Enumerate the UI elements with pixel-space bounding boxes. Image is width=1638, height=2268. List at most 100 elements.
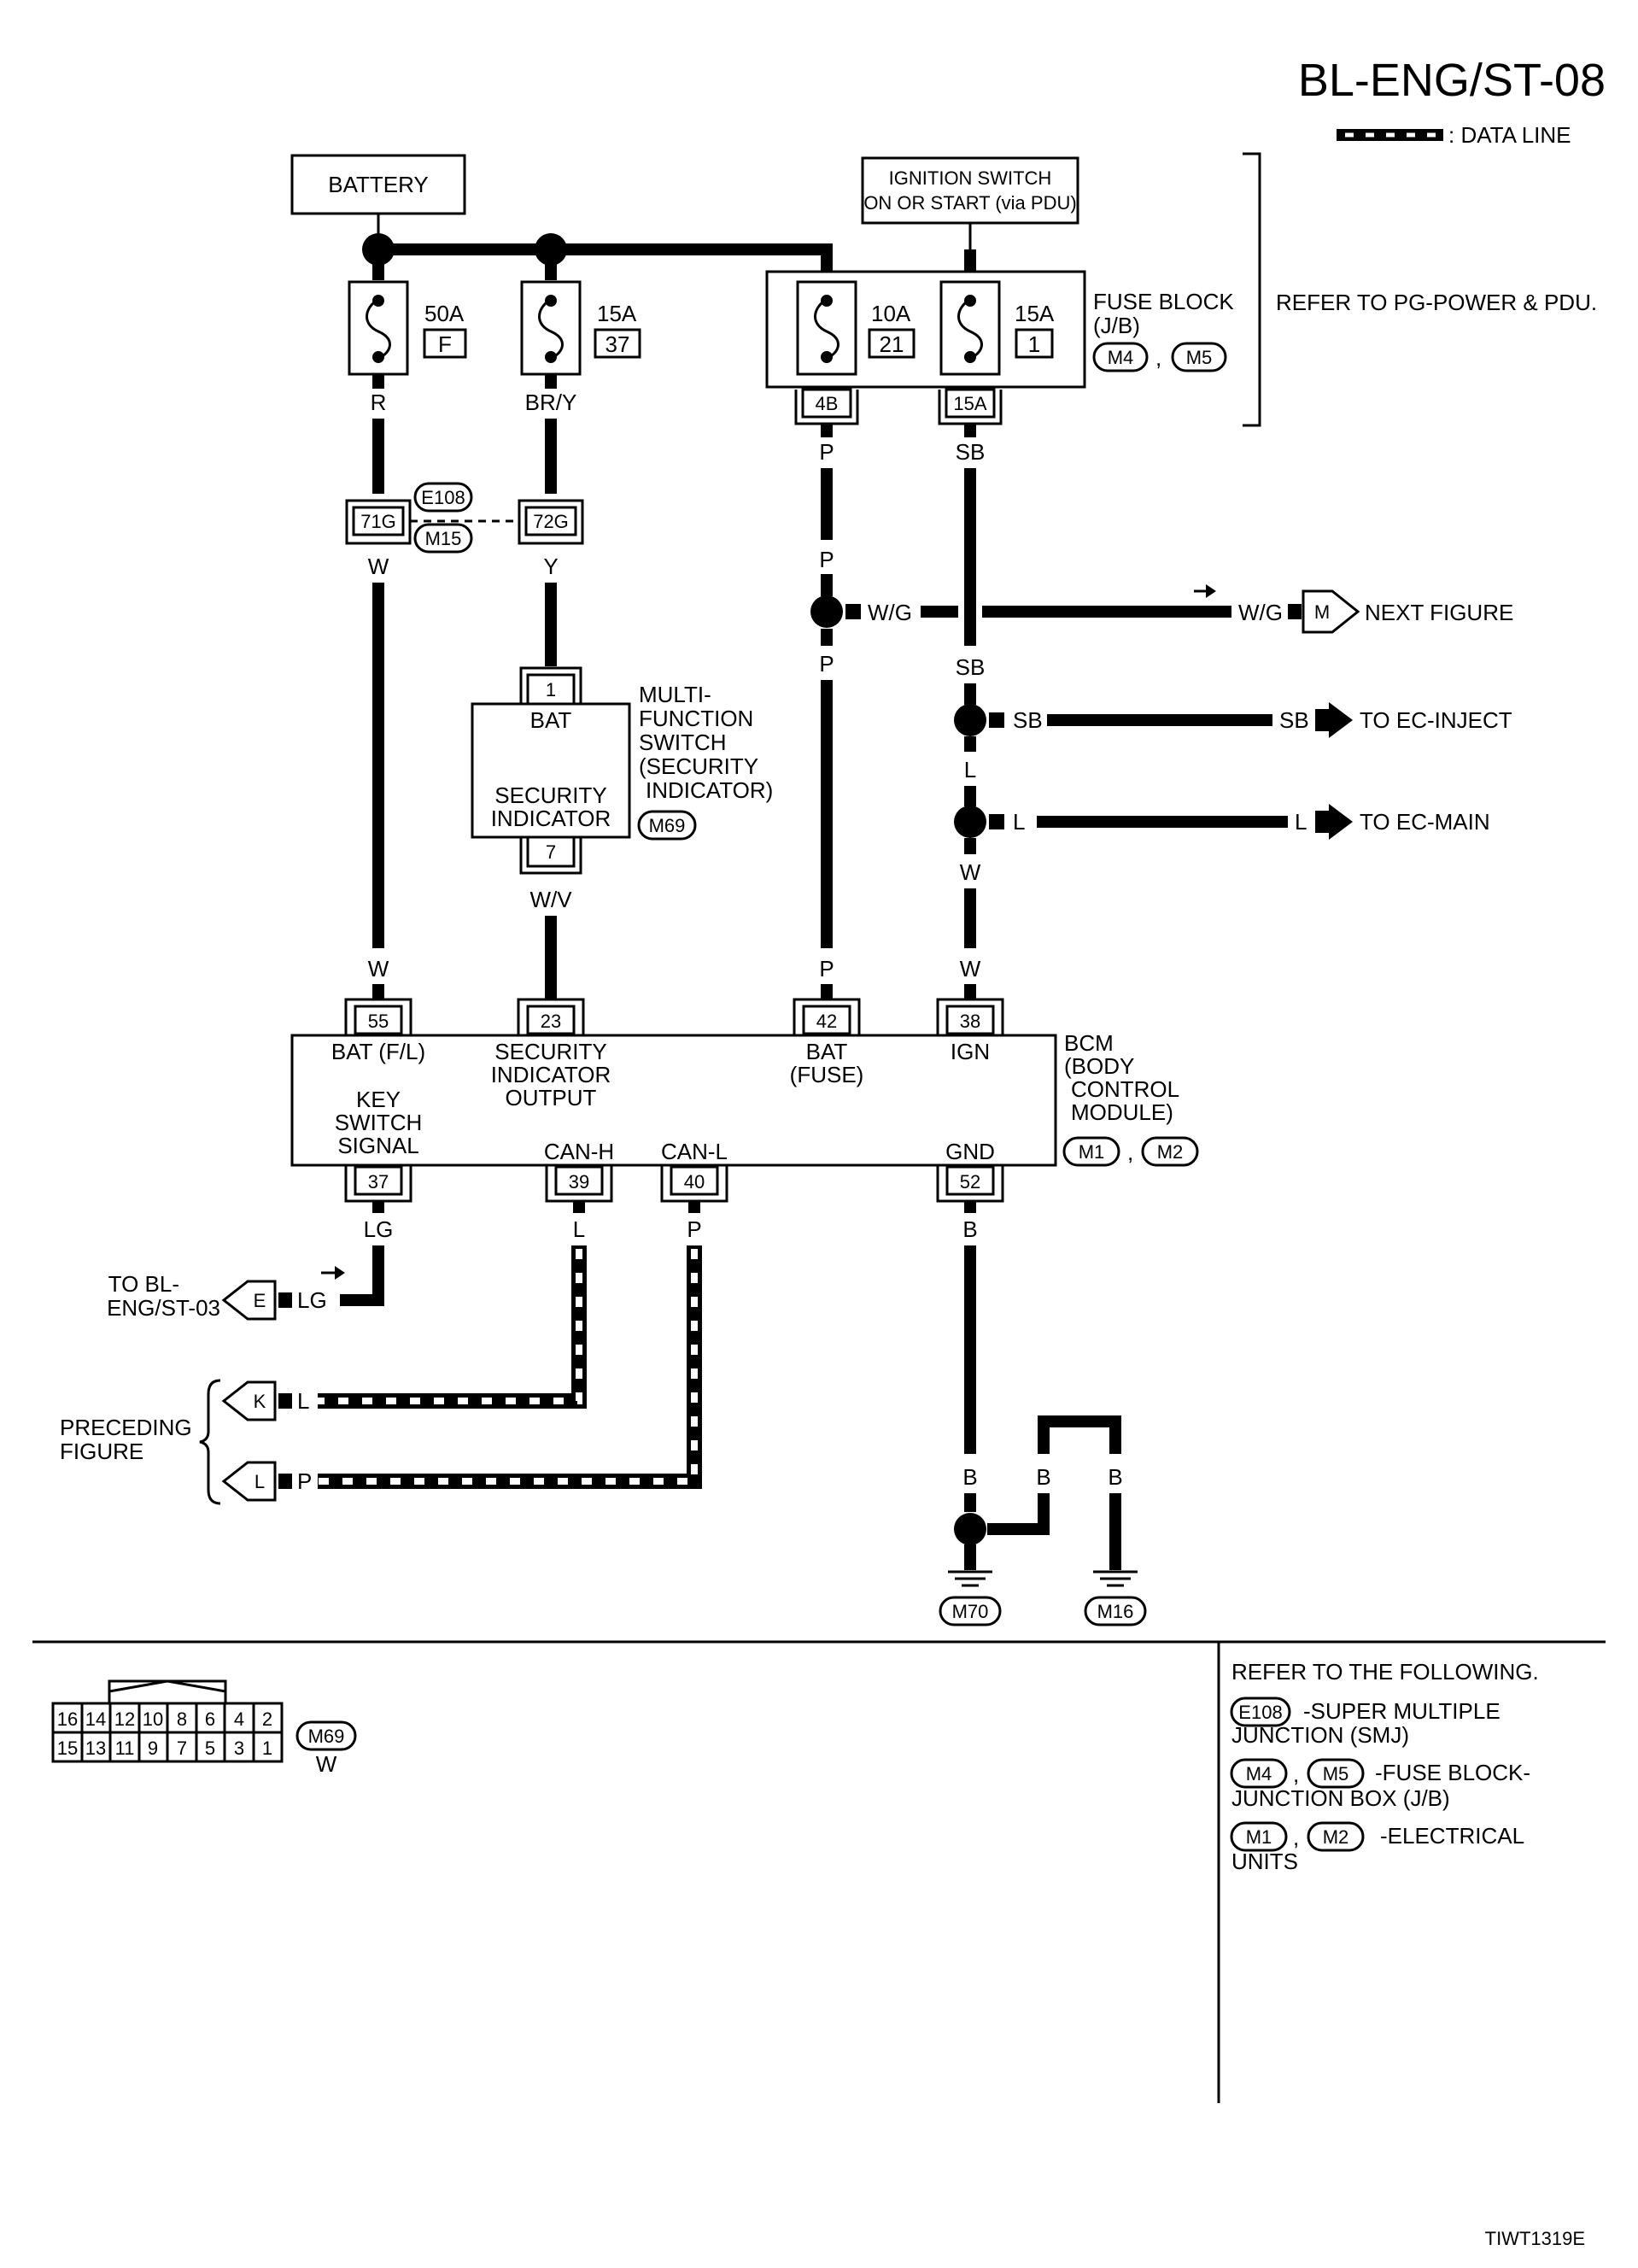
ignition-switch-box bbox=[861, 156, 1079, 225]
connector-m-next bbox=[1302, 589, 1360, 634]
bcm-can-h: CAN-H bbox=[544, 1139, 614, 1164]
fuse-15a-37 bbox=[520, 280, 582, 376]
wire-b-label-3: B bbox=[1036, 1464, 1050, 1490]
wire-y-label: Y bbox=[543, 554, 558, 579]
refer-m1-badge bbox=[1230, 1821, 1288, 1852]
cf-bot-6: 3 bbox=[234, 1738, 244, 1759]
wire-sb-label-4: SB bbox=[1279, 707, 1309, 733]
cf-top-2: 12 bbox=[114, 1708, 135, 1730]
bcm-bat-fuse-1: BAT bbox=[806, 1039, 848, 1064]
ground-m16: M16 bbox=[1097, 1601, 1134, 1622]
terminal-4b-label: 4B bbox=[816, 393, 839, 414]
cf-top-7: 2 bbox=[262, 1708, 272, 1730]
terminal-72g-label: 72G bbox=[533, 511, 569, 532]
can-h-data-line bbox=[318, 1245, 587, 1409]
bcm-top-pins bbox=[344, 998, 1004, 1035]
wire-l-label-1: L bbox=[964, 757, 976, 782]
connector-face-m69-badge bbox=[295, 1720, 357, 1751]
refer-smj-2: JUNCTION (SMJ) bbox=[1231, 1722, 1409, 1748]
wire-p-label-4: P bbox=[819, 956, 834, 982]
connector-m70-badge bbox=[939, 1596, 1002, 1626]
bcm-conn-m1: M1 bbox=[1079, 1141, 1105, 1163]
bcm-pin-42: 42 bbox=[816, 1011, 837, 1032]
connector-m5-badge bbox=[1171, 342, 1227, 372]
terminal-71g-label: 71G bbox=[360, 511, 396, 532]
bcm-pin-38: 38 bbox=[960, 1011, 980, 1032]
bcm-name-4: MODULE) bbox=[1071, 1099, 1173, 1125]
bcm-pin-40: 40 bbox=[684, 1171, 705, 1193]
wire-b-label-1: B bbox=[962, 1216, 977, 1242]
bcm-name-1: BCM bbox=[1064, 1030, 1114, 1056]
terminal-72g bbox=[524, 506, 577, 536]
bcm-can-l: CAN-L bbox=[661, 1139, 728, 1164]
fuse-block-conn-m4: M4 bbox=[1108, 347, 1134, 368]
fuse-block-conn-m5: M5 bbox=[1186, 347, 1213, 368]
arrow-ec-inject bbox=[1315, 702, 1353, 738]
cf-top-6: 4 bbox=[234, 1708, 244, 1730]
mfs-bat: BAT bbox=[530, 707, 572, 733]
refer-m1: M1 bbox=[1246, 1826, 1272, 1848]
wire-w-label-1: W bbox=[368, 554, 389, 579]
conn-k: K bbox=[254, 1391, 266, 1412]
refer-heading: REFER TO THE FOLLOWING. bbox=[1231, 1659, 1539, 1685]
refer-power-label: REFER TO PG-POWER & PDU. bbox=[1276, 290, 1597, 315]
wire-r-label: R bbox=[371, 390, 387, 415]
wire-p-label-6: P bbox=[297, 1468, 312, 1494]
wire-lg-label-1: LG bbox=[364, 1216, 394, 1242]
mfs-name-4: (SECURITY bbox=[639, 753, 758, 779]
splice-ground bbox=[954, 1513, 986, 1545]
fuse-50a-amp: 50A bbox=[424, 301, 465, 326]
refer-m5-badge bbox=[1307, 1758, 1365, 1789]
refer-e108: E108 bbox=[1238, 1702, 1282, 1723]
bcm-pin-52: 52 bbox=[960, 1171, 980, 1193]
refer-jb-1: -FUSE BLOCK- bbox=[1375, 1760, 1530, 1785]
cf-bot-1: 13 bbox=[85, 1738, 106, 1759]
cf-top-0: 16 bbox=[57, 1708, 78, 1730]
fuse-block-label-1: FUSE BLOCK bbox=[1093, 289, 1234, 314]
bcm-bat-fl: BAT (F/L) bbox=[331, 1039, 425, 1064]
ground-symbol-m16 bbox=[1093, 1570, 1138, 1587]
connector-face-m69 bbox=[51, 1679, 284, 1763]
cf-conn: M69 bbox=[308, 1726, 345, 1747]
splice-p bbox=[810, 595, 843, 628]
terminal-4b bbox=[801, 388, 852, 419]
bcm-pin-23: 23 bbox=[541, 1011, 561, 1032]
cf-bot-7: 1 bbox=[262, 1738, 272, 1759]
wire-wv-label: W/V bbox=[529, 887, 572, 912]
splice-l bbox=[954, 806, 986, 838]
terminal-15a bbox=[945, 388, 996, 419]
connector-m1-badge bbox=[1062, 1136, 1120, 1167]
fuse-37-id: 37 bbox=[605, 331, 630, 357]
data-line-legend: : DATA LINE bbox=[1337, 122, 1571, 148]
bcm-pin-39: 39 bbox=[569, 1171, 589, 1193]
to-bl-2: ENG/ST-03 bbox=[107, 1295, 220, 1321]
wire-b-label-2: B bbox=[962, 1464, 977, 1490]
bcm-name-3: CONTROL bbox=[1071, 1076, 1179, 1102]
fuse-10a-21 bbox=[796, 280, 857, 376]
mfs-conn: M69 bbox=[649, 815, 686, 836]
diagram-code: TIWT1319E bbox=[1485, 2228, 1585, 2249]
refer-comma-2: , bbox=[1293, 1825, 1299, 1850]
next-figure-label: NEXT FIGURE bbox=[1365, 600, 1513, 625]
mfs-pin-top: 1 bbox=[546, 679, 556, 700]
wire-l-label-3: L bbox=[1295, 809, 1307, 835]
connector-e108-badge bbox=[413, 482, 473, 513]
preceding-1: PRECEDING bbox=[60, 1415, 192, 1440]
multi-function-switch-box bbox=[471, 702, 631, 839]
refer-eu-2: UNITS bbox=[1231, 1849, 1298, 1874]
connector-m15-badge bbox=[413, 523, 473, 554]
wire-p-label-2: P bbox=[819, 547, 834, 572]
cf-color: W bbox=[316, 1751, 337, 1777]
wire-b-label-4: B bbox=[1108, 1464, 1122, 1490]
bcm-conn-m2: M2 bbox=[1157, 1141, 1184, 1163]
diagram-title: BL-ENG/ST-08 bbox=[1298, 55, 1606, 106]
bcm-box bbox=[290, 1034, 1057, 1167]
ignition-label-1: IGNITION SWITCH bbox=[889, 167, 1052, 189]
refer-comma-1: , bbox=[1293, 1761, 1299, 1787]
fuse-1-id: 1 bbox=[1028, 331, 1040, 357]
wire-l-label-4: L bbox=[573, 1216, 585, 1242]
mfs-name-1: MULTI- bbox=[639, 682, 711, 707]
refer-bracket bbox=[1243, 152, 1261, 427]
bcm-sec-out-1: SECURITY bbox=[494, 1039, 606, 1064]
